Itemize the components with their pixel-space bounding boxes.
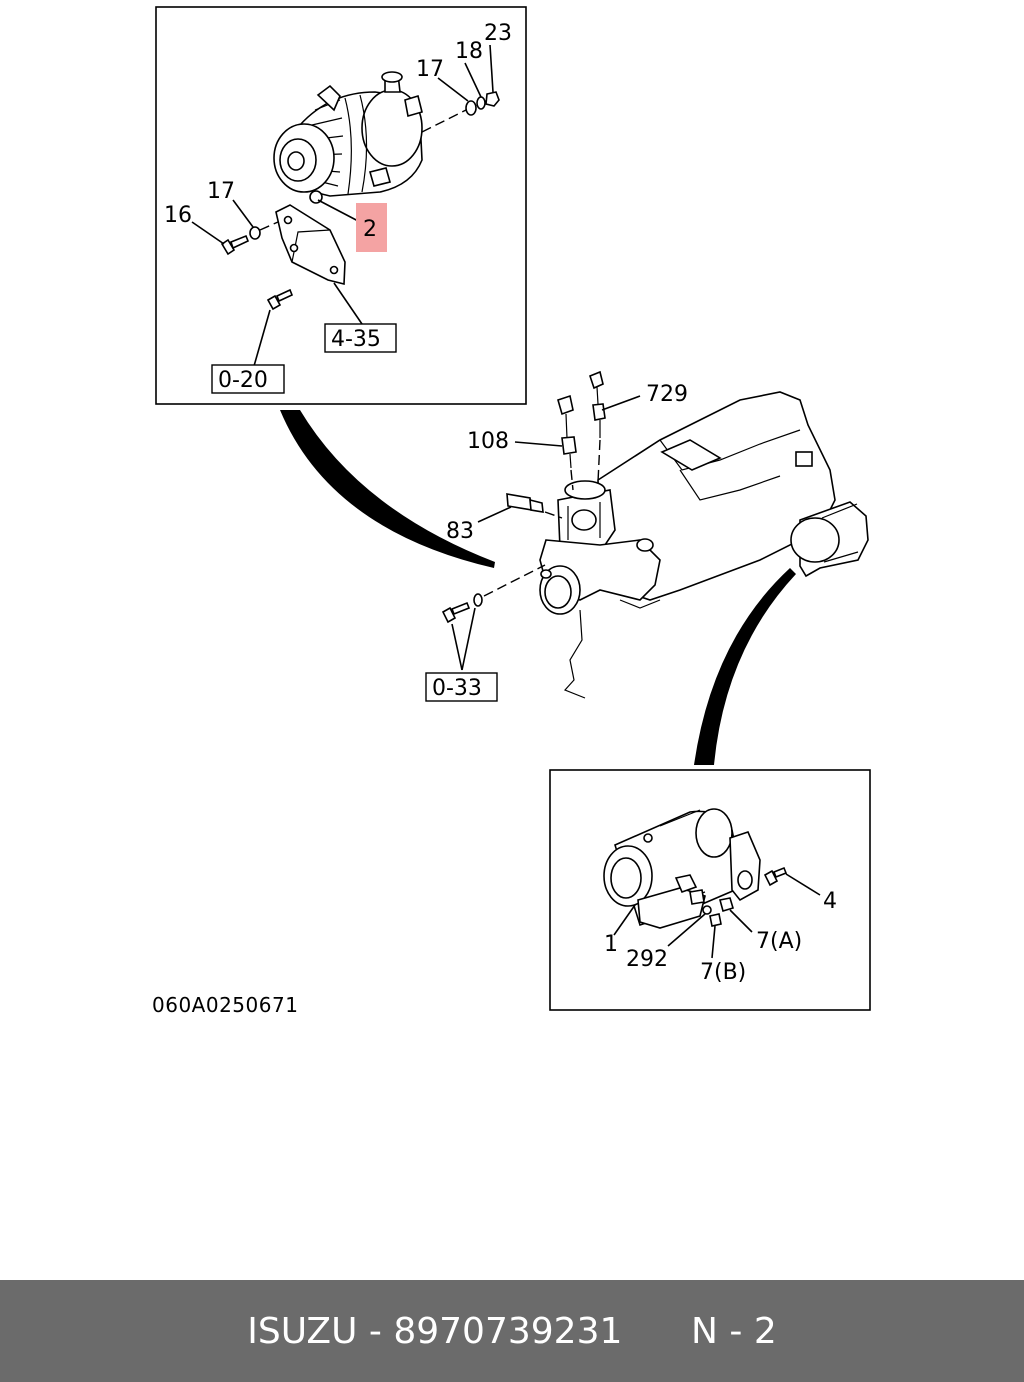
callout-1: 1	[604, 932, 618, 957]
callout-292: 292	[626, 947, 668, 972]
starter-drawing	[603, 808, 761, 929]
sensor-108	[557, 394, 577, 469]
drawing-code: 060A0250671	[152, 993, 298, 1017]
pointer-arc-alternator	[280, 410, 495, 568]
alternator-drawing	[273, 71, 423, 204]
footer-brand: ISUZU	[247, 1310, 358, 1352]
sensor-83	[506, 493, 544, 513]
callout-23: 23	[484, 21, 512, 46]
engine-drawing	[539, 391, 869, 699]
parts-diagram: 23 18 17 17 16 2 4-35 0-20	[152, 6, 871, 1017]
callout-16: 16	[164, 203, 192, 228]
ref-box-4-35: 4-35	[331, 327, 381, 352]
ref-box-0-33: 0-33	[432, 676, 482, 701]
callout-729: 729	[646, 382, 688, 407]
callout-2: 2	[363, 217, 377, 242]
callout-7a: 7(A)	[756, 929, 802, 954]
highlight-part-2	[356, 203, 387, 252]
footer-part-number: 8970739231	[393, 1310, 623, 1352]
footer-separator: -	[368, 1310, 382, 1352]
pointer-arc-starter	[694, 568, 796, 765]
callout-4: 4	[823, 889, 837, 914]
callout-108: 108	[467, 429, 509, 454]
ref-box-0-20: 0-20	[218, 368, 268, 393]
callout-18: 18	[455, 39, 483, 64]
alternator-bracket	[275, 204, 346, 286]
sensor-729	[589, 370, 606, 438]
callout-17-left: 17	[207, 179, 235, 204]
footer-bar: ISUZU - 8970739231 N - 2	[0, 1280, 1024, 1382]
bolt-4	[763, 866, 788, 887]
callout-17-top: 17	[416, 57, 444, 82]
footer-page: N - 2	[691, 1310, 777, 1352]
bolt-0-33	[441, 593, 483, 624]
callout-83: 83	[446, 519, 474, 544]
callout-7b: 7(B)	[700, 960, 746, 985]
bolt-0-20	[266, 288, 294, 311]
bolt-16	[220, 234, 250, 256]
